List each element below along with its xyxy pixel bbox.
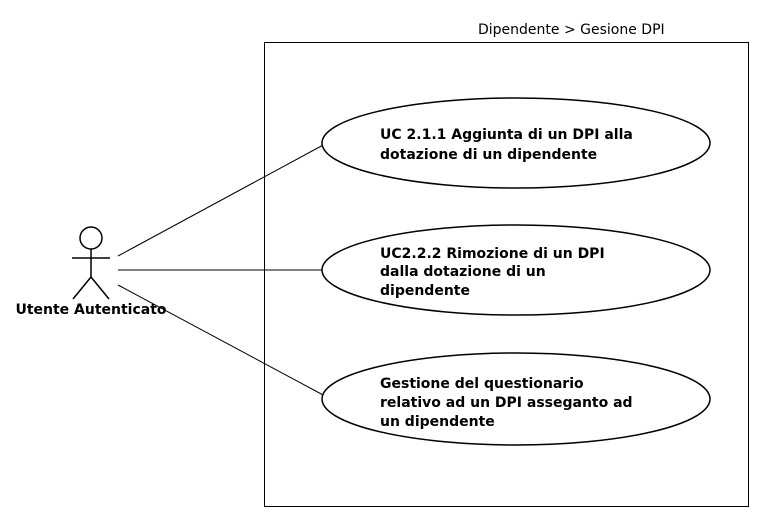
use-case-label-line: dotazione di un dipendente xyxy=(380,147,597,163)
use-case-uc-2-2-2[interactable]: UC2.2.2 Rimozione di un DPI dalla dotazi… xyxy=(321,224,711,316)
system-boundary-frame xyxy=(264,42,749,507)
use-case-label-line: UC 2.1.1 Aggiunta di un DPI alla xyxy=(380,127,633,143)
use-case-label-line: Gestione del questionario xyxy=(380,376,584,392)
system-boundary: Dipendente > Gesione DPI xyxy=(264,22,749,507)
use-case-label-line: relativo ad un DPI asseganto ad xyxy=(380,395,633,411)
use-case-label-line: dipendente xyxy=(380,283,470,299)
actor-label: Utente Autenticato xyxy=(15,302,166,318)
use-case-ellipse xyxy=(321,352,711,446)
system-boundary-title: Dipendente > Gesione DPI xyxy=(478,22,665,38)
use-case-label: UC2.2.2 Rimozione di un DPI dalla dotazi… xyxy=(380,246,610,299)
actor[interactable]: Utente Autenticato xyxy=(15,226,167,318)
use-case-label-line: dalla dotazione di un xyxy=(380,264,546,280)
association-line-uc3 xyxy=(117,284,326,397)
stick-figure-actor-icon xyxy=(72,226,110,300)
use-case-label-line: un dipendente xyxy=(380,414,495,430)
use-case-label: UC 2.1.1 Aggiunta di un DPI alla dotazio… xyxy=(380,127,638,163)
use-case-questionario[interactable]: Gestione del questionario relativo ad un… xyxy=(321,352,711,446)
use-case-label: Gestione del questionario relativo ad un… xyxy=(380,376,637,430)
association-line-uc1 xyxy=(117,143,326,257)
associations xyxy=(117,143,326,397)
use-case-uc-2-1-1[interactable]: UC 2.1.1 Aggiunta di un DPI alla dotazio… xyxy=(321,97,711,189)
use-case-ellipse xyxy=(321,224,711,316)
use-case-label-line: UC2.2.2 Rimozione di un DPI xyxy=(380,246,605,262)
use-case-ellipse xyxy=(321,97,711,189)
